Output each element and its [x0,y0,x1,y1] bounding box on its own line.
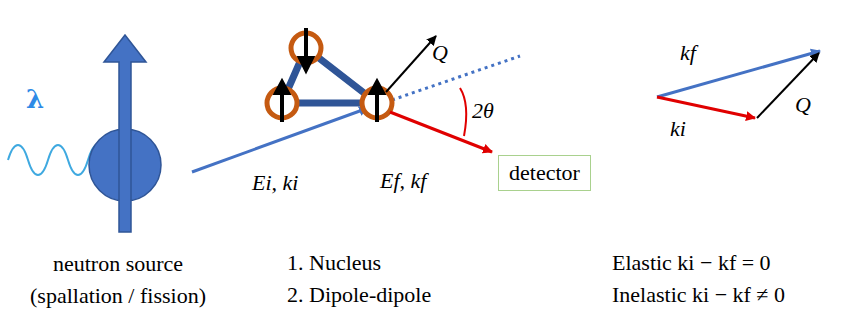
q-label: Q [795,92,811,118]
atoms [267,33,392,118]
ki-vector [657,97,755,118]
angle-label: 2θ [472,98,494,124]
spin-arrow [104,35,146,232]
wave [8,145,100,175]
detector-box: detector [498,155,591,191]
incident-label: Ei, ki [252,170,298,196]
q-vector [386,36,436,92]
kf-label: kf [680,40,696,66]
spins [276,28,383,122]
detector-label: detector [509,160,580,186]
ki-label: ki [670,116,686,142]
interaction-item: 2. Dipole-dipole [287,282,431,308]
wavelength: λ [26,86,44,112]
q-label: Q [432,40,448,66]
scattering-rule: Inelastic ki − kf ≠ 0 [612,282,785,308]
angle-arc [460,88,466,136]
source-caption: neutron source (spallation / fission) [4,248,232,312]
interaction-item: 1. Nucleus [287,250,381,276]
final-label: Ef, kf [380,168,426,194]
scattering-rule: Elastic ki − kf = 0 [612,250,771,276]
q-vector [757,53,819,118]
